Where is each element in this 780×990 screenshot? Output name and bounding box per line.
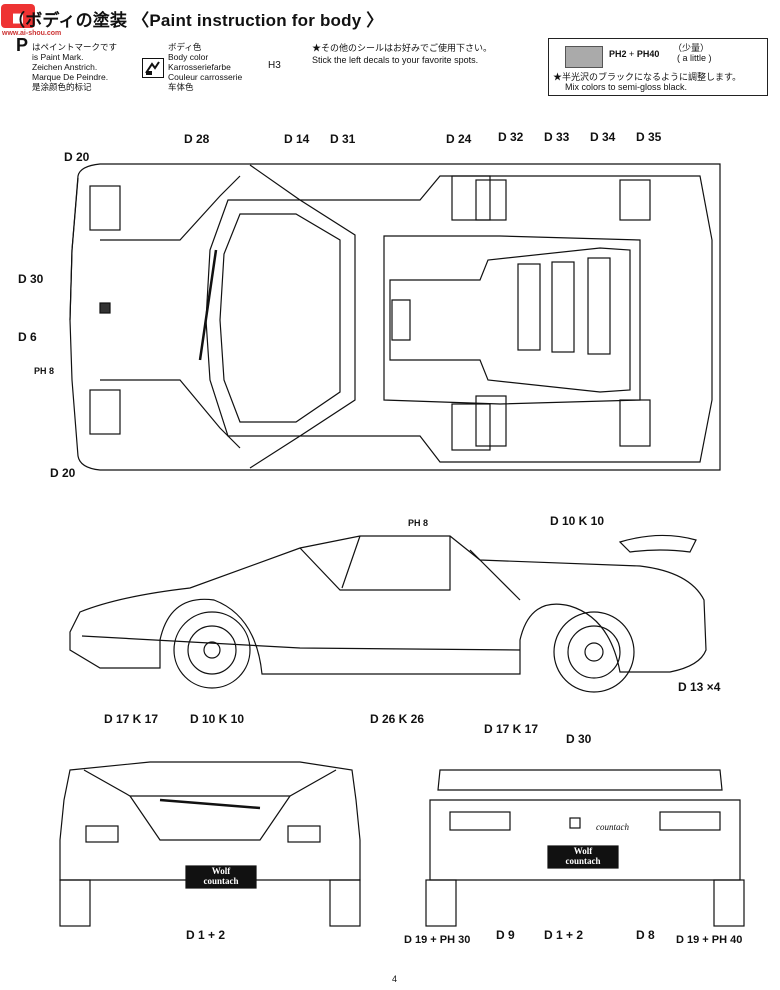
callout: D 9 — [496, 928, 515, 942]
svg-text:■: ■ — [12, 11, 24, 26]
decal-note-jp: ★その他のシールはお好みでご使用下さい。 — [312, 43, 493, 53]
amount-jp: （少量） — [673, 43, 710, 53]
mix-note-jp: ★半光沢のブラックになるように調整します。 — [553, 72, 742, 82]
callout: D 30 — [566, 732, 592, 746]
callout: D 10 K 10 — [190, 712, 245, 726]
decal-note: ★その他のシールはお好みでご使用下さい。 Stick the left deca… — [312, 42, 492, 66]
front-license-plate: Wolf countach — [186, 866, 256, 888]
callout: D 33 — [544, 130, 570, 144]
mix-instruction-box: PH2 + PH40 （少量） ( a little ) ★半光沢のブラックにな… — [548, 38, 768, 96]
callout: PH 8 — [34, 366, 55, 376]
legend-line: Body color — [168, 52, 209, 62]
legend-line: Zeichen Anstrich. — [32, 62, 98, 72]
callout: D 20 — [50, 466, 76, 480]
mix-note-en: Mix colors to semi-gloss black. — [565, 82, 688, 92]
legend-line: はペイントマークです — [32, 42, 118, 52]
page-title: （ボディの塗装 〈Paint instruction for body 〉 — [8, 11, 384, 30]
body-color-legend: ボディ色 Body color Karrosseriefarbe Couleur… — [168, 42, 242, 92]
paint-code-2: PH40 — [636, 49, 660, 59]
callout: D 19 + PH 40 — [676, 934, 743, 946]
callout: D 19 + PH 30 — [404, 934, 471, 946]
paint-mark-legend: P はペイントマークです is Paint Mark. Zeichen Anst… — [16, 36, 118, 92]
page-number: 4 — [392, 974, 398, 984]
legend-line: 是涂颜色的标记 — [32, 82, 92, 92]
legend-line: Marque De Peindre. — [32, 72, 109, 82]
callout: D 31 — [330, 132, 356, 146]
side-view-drawing — [69, 534, 707, 693]
front-view-drawing — [59, 761, 361, 927]
body-color-code: H3 — [268, 60, 281, 71]
plus-sign: + — [629, 49, 635, 59]
rear-view-drawing — [425, 769, 745, 927]
plate-line: countach — [203, 876, 239, 886]
callout: D 8 — [636, 928, 655, 942]
rear-license-plate: Wolf countach — [548, 846, 618, 868]
plate-line: Wolf — [573, 846, 593, 856]
callout: PH 8 — [408, 518, 429, 528]
callout: D 14 — [284, 132, 310, 146]
watermark-text: www.ai-shou.com — [2, 30, 62, 37]
callout: D 6 — [18, 330, 37, 344]
callout: D 30 — [18, 272, 44, 286]
plate-line: countach — [565, 856, 601, 866]
paint-code-1: PH2 — [609, 49, 627, 59]
rear-badge: countach — [596, 822, 629, 832]
body-color-icon — [142, 58, 164, 78]
callout: D 32 — [498, 130, 524, 144]
legend-line: Couleur carrosserie — [168, 72, 243, 82]
legend-line: 车体色 — [168, 82, 194, 92]
callout: D 26 K 26 — [370, 712, 425, 726]
legend-line: is Paint Mark. — [32, 52, 84, 62]
legend-line: Karrosseriefarbe — [168, 62, 231, 72]
plate-line: Wolf — [211, 866, 231, 876]
callout: D 28 — [184, 132, 210, 146]
paint-mark-symbol: P — [16, 35, 29, 55]
watermark-logo: ■ — [0, 2, 36, 42]
top-view-drawing — [69, 163, 721, 471]
callout: D 1 + 2 — [186, 928, 226, 942]
callout: D 13 ×4 — [678, 680, 721, 694]
amount-en: ( a little ) — [677, 53, 712, 63]
callout: D 35 — [636, 130, 662, 144]
callout: D 24 — [446, 132, 472, 146]
callout: D 10 K 10 — [550, 514, 605, 528]
legend-line: ボディ色 — [168, 42, 202, 52]
semi-gloss-black-swatch — [565, 46, 603, 68]
callout: D 34 — [590, 130, 616, 144]
callout: D 20 — [64, 150, 90, 164]
callout: D 17 K 17 — [104, 712, 159, 726]
callout: D 17 K 17 — [484, 722, 539, 736]
decal-note-en: Stick the left decals to your favorite s… — [312, 55, 479, 65]
callout: D 1 + 2 — [544, 928, 584, 942]
